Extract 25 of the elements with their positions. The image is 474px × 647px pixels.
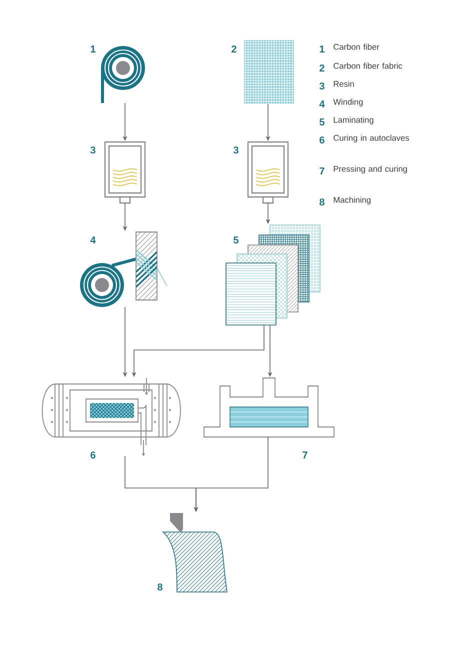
legend-number: 2 [320,64,324,72]
legend-text: Carbon fiber fabric [334,62,402,69]
legend-text: Resin [334,80,354,87]
step-number: 6 [90,451,96,459]
legend-text: Carbon fiber [334,44,380,50]
step-number: 3 [90,146,96,154]
step-number: 7 [302,452,308,458]
legend-number: 1 [320,46,324,52]
legend-number: 4 [319,100,325,108]
legend-number: 3 [319,82,324,90]
step-number: 2 [232,46,236,52]
legend-text: Pressing and curing [334,166,407,174]
legend-text: Winding [333,98,363,106]
legend-text: Laminating [334,116,374,124]
step-number: 3 [233,146,238,154]
legend-number: 5 [320,118,324,126]
legend-text: Curing in autoclaves [334,134,409,142]
step-number: 1 [90,46,96,52]
step-number: 4 [90,236,96,244]
legend-number: 7 [320,168,324,174]
legend-number: 8 [320,198,324,206]
legend-number: 6 [320,136,324,144]
step-number: 5 [234,236,238,244]
step-number: 8 [158,583,162,591]
legend-text: Machining [334,196,370,204]
